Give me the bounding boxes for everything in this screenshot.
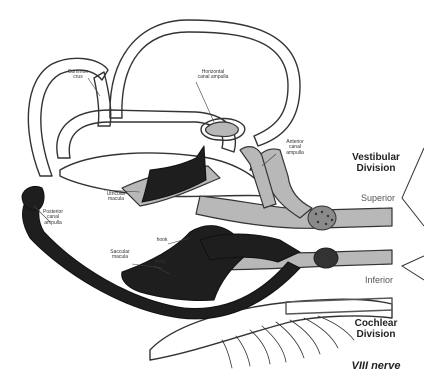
horizontal-canal-ampulla	[206, 122, 239, 137]
label-anterior-canal-ampulla: Anterior canal ampulla	[276, 140, 314, 156]
label-utricular-macula: Utricular macula	[94, 192, 138, 203]
label-viii-nerve: VIII nerve	[336, 360, 416, 372]
saccular-nerve-branch	[200, 234, 300, 262]
cochlear-fibers	[222, 316, 354, 368]
label-common-crus: Common crus	[58, 70, 98, 81]
label-hook-lower: hook	[148, 260, 172, 265]
label-vestibular-division: Vestibular Division	[336, 152, 416, 174]
label-hook-upper: hook	[150, 238, 174, 243]
label-superior: Superior	[346, 194, 410, 204]
label-saccular-macula: Saccular macula	[100, 250, 140, 261]
label-posterior-canal-ampulla: Posterior canal ampulla	[34, 210, 72, 226]
label-inferior: Inferior	[348, 276, 410, 286]
anterior-semicircular-canal	[110, 20, 300, 146]
label-horizontal-canal-ampulla: Horizontal canal ampulla	[186, 70, 240, 81]
label-cochlear-division: Cochlear Division	[336, 318, 416, 340]
